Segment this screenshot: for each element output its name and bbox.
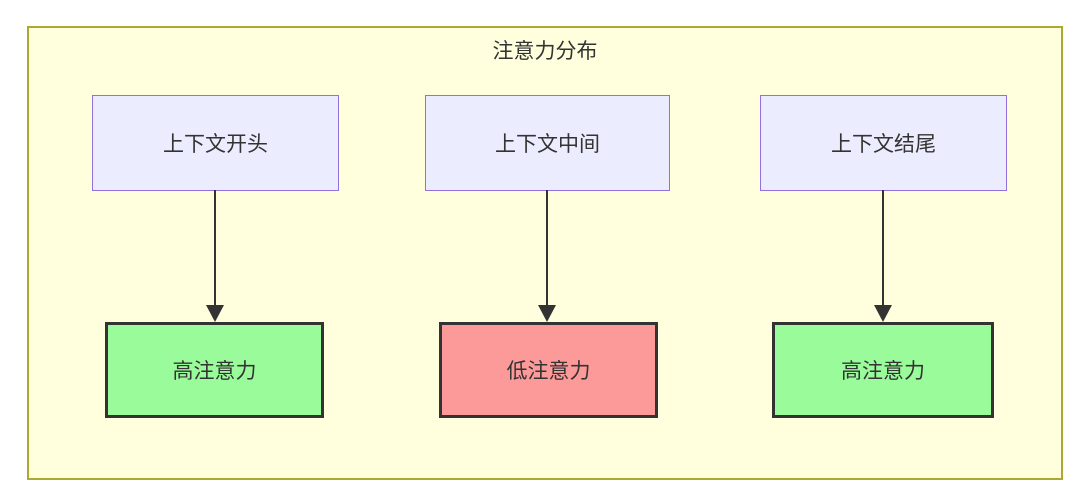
node-high-attention-2: 高注意力: [772, 322, 994, 418]
node-label: 高注意力: [172, 360, 257, 383]
node-label: 上下文结尾: [831, 133, 936, 156]
node-high-attention-1: 高注意力: [105, 322, 324, 418]
node-label: 上下文中间: [495, 133, 600, 156]
diagram-frame: 注意力分布 上下文开头 高注意力 上下文中间 低注意力 上下文结尾: [27, 26, 1063, 480]
node-low-attention: 低注意力: [439, 322, 658, 418]
arrow-down-icon: [538, 190, 556, 322]
node-label: 高注意力: [841, 360, 925, 383]
node-context-middle: 上下文中间: [425, 95, 670, 191]
node-context-beginning: 上下文开头: [92, 95, 339, 191]
node-context-end: 上下文结尾: [760, 95, 1007, 191]
arrow-down-icon: [206, 190, 224, 322]
diagram-title: 注意力分布: [492, 40, 598, 63]
arrow-down-icon: [874, 190, 892, 322]
node-label: 低注意力: [506, 360, 591, 383]
node-label: 上下文开头: [163, 133, 268, 156]
